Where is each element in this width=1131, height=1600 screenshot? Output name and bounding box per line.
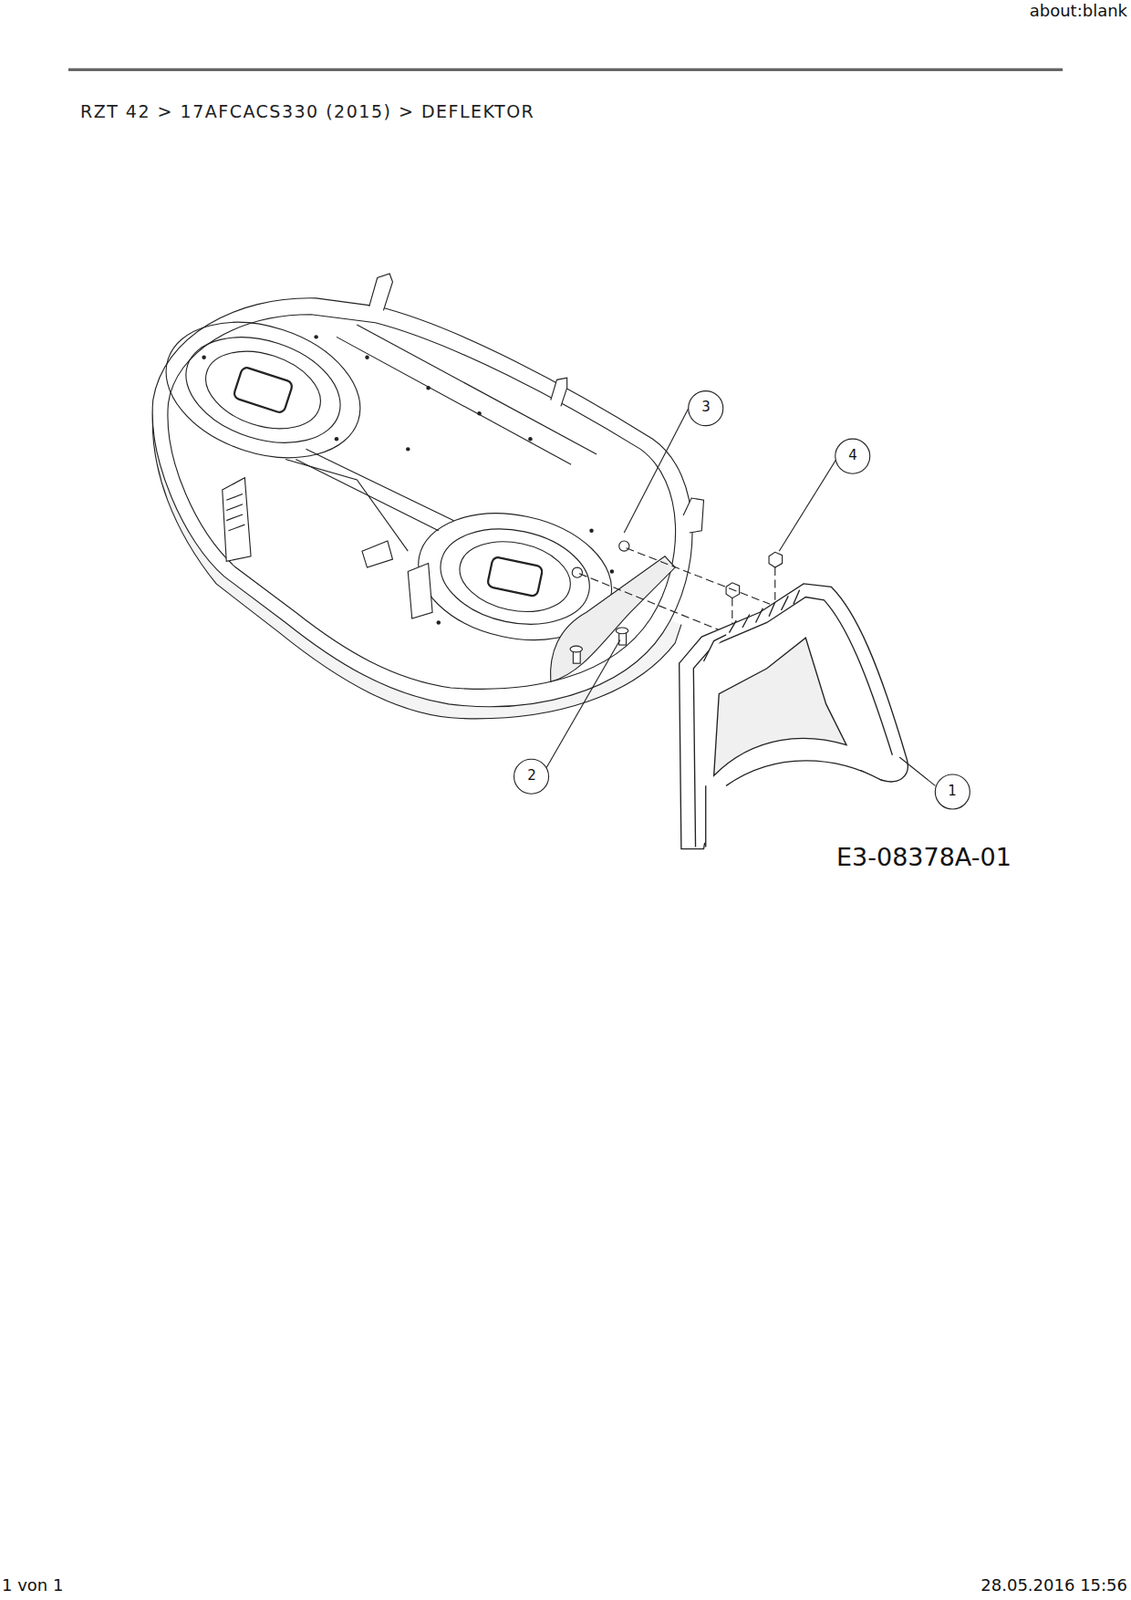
page-count: 1 von 1 — [1, 1576, 63, 1596]
deflector — [679, 583, 909, 850]
header-rule — [68, 68, 1063, 72]
callout-number: 2 — [527, 767, 537, 784]
callout-number: 4 — [848, 447, 858, 464]
browser-header: about:blank — [1029, 1, 1128, 21]
callout-circles — [514, 391, 971, 810]
breadcrumb-title: RZT 42 > 17AFCACS330 (2015) > DEFLEKTOR — [80, 102, 535, 123]
callout-number: 3 — [701, 399, 711, 416]
callout-number: 1 — [947, 783, 957, 799]
mower-deck — [148, 273, 705, 719]
print-timestamp: 28.05.2016 15:56 — [980, 1576, 1128, 1596]
drawing-number: E3-08378A-01 — [836, 842, 1012, 872]
